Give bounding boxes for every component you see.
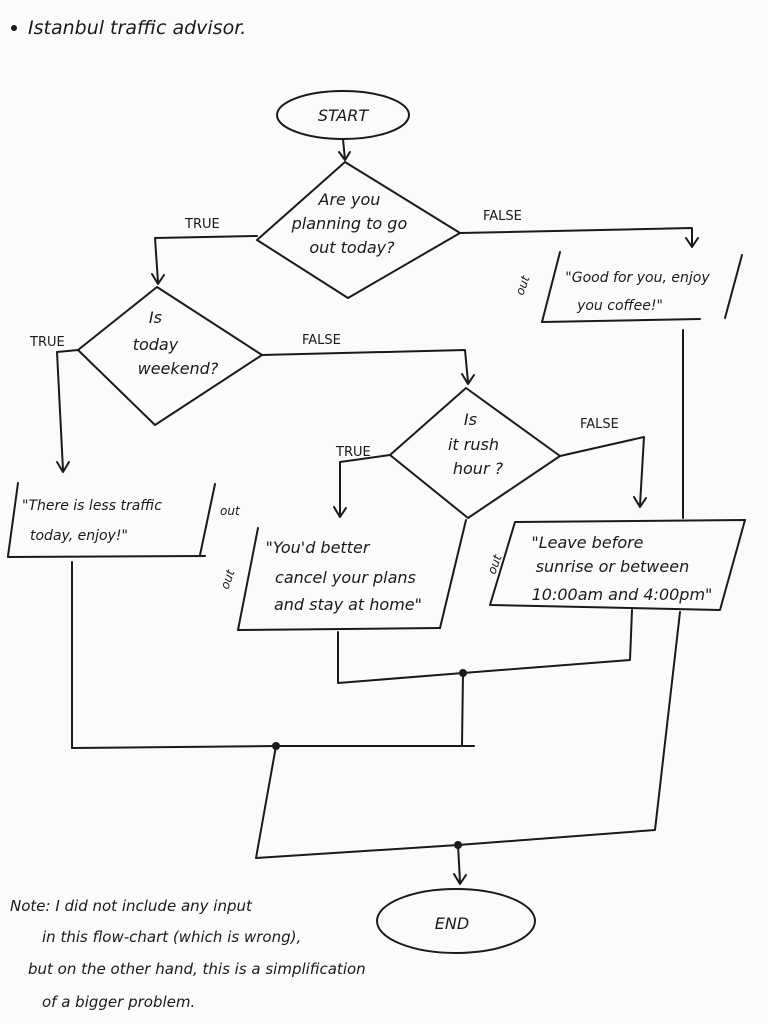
connector-merge-rush-outputs [337, 609, 633, 684]
end-terminal [376, 888, 536, 954]
connector-false-to-coffee [459, 227, 693, 247]
decision-rush-hour [389, 387, 561, 519]
out-label-leave: out [485, 552, 505, 576]
arrowhead-end [453, 873, 467, 885]
title-bullet [11, 25, 17, 31]
label-false-rush: FALSE [580, 417, 619, 432]
connector-rush-merge-down [461, 672, 464, 746]
out-label-less: out [220, 504, 241, 518]
footnote: Note: I did not include any input in thi… [10, 897, 370, 1011]
out-label-coffee: out [513, 273, 533, 297]
decision-going-out [256, 161, 461, 299]
label-false-going-out: FALSE [483, 209, 522, 224]
output-less-text: "There is less traffic today, enjoy!" [22, 495, 167, 544]
label-false-weekend: FALSE [302, 333, 341, 348]
label-true-going-out: TRUE [184, 217, 220, 232]
output-less-box [7, 482, 216, 557]
connector-merge-bottom [255, 611, 681, 859]
output-coffee-underline [541, 318, 701, 323]
output-less-underline [7, 555, 206, 558]
connector-true-to-less [56, 349, 79, 471]
decision-weekend [77, 286, 263, 426]
output-cancel-underline [237, 627, 441, 631]
arrow-start-to-decision [342, 138, 346, 161]
page-title: Istanbul traffic advisor. [28, 17, 246, 39]
arrowhead-start [338, 151, 351, 161]
output-cancel-text: "You'd better cancel your plans and stay… [265, 538, 422, 614]
connector-false-to-rush [261, 349, 469, 383]
output-leave-text: "Leave before sunrise or between 10:00am… [531, 533, 712, 604]
connector-true-to-cancel [339, 454, 391, 516]
arrowhead-cancel [333, 506, 347, 518]
output-leave-box [489, 519, 746, 611]
arrowhead-coffee [685, 237, 699, 248]
decision-going-out-text: Are you planning to go out today? [291, 190, 413, 257]
label-true-weekend: TRUE [29, 335, 65, 350]
arrowhead-rush [461, 373, 475, 385]
decision-weekend-text: Is today weekend? [133, 308, 219, 378]
connector-to-end [457, 844, 461, 883]
connector-false-to-leave [559, 436, 645, 506]
output-coffee-box [541, 251, 743, 323]
arrowhead-less [56, 461, 70, 473]
decision-rush-hour-text: Is it rush hour ? [448, 410, 504, 478]
output-cancel-box [237, 519, 467, 631]
start-label: START [318, 106, 370, 125]
arrowhead-weekend [151, 273, 165, 285]
label-true-rush: TRUE [335, 445, 371, 460]
arrowhead-leave [633, 496, 647, 508]
connector-true-to-weekend [154, 235, 258, 283]
out-label-cancel: out [218, 567, 238, 591]
output-coffee-text: "Good for you, enjoy you coffee!" [565, 267, 714, 314]
end-label: END [435, 914, 469, 933]
